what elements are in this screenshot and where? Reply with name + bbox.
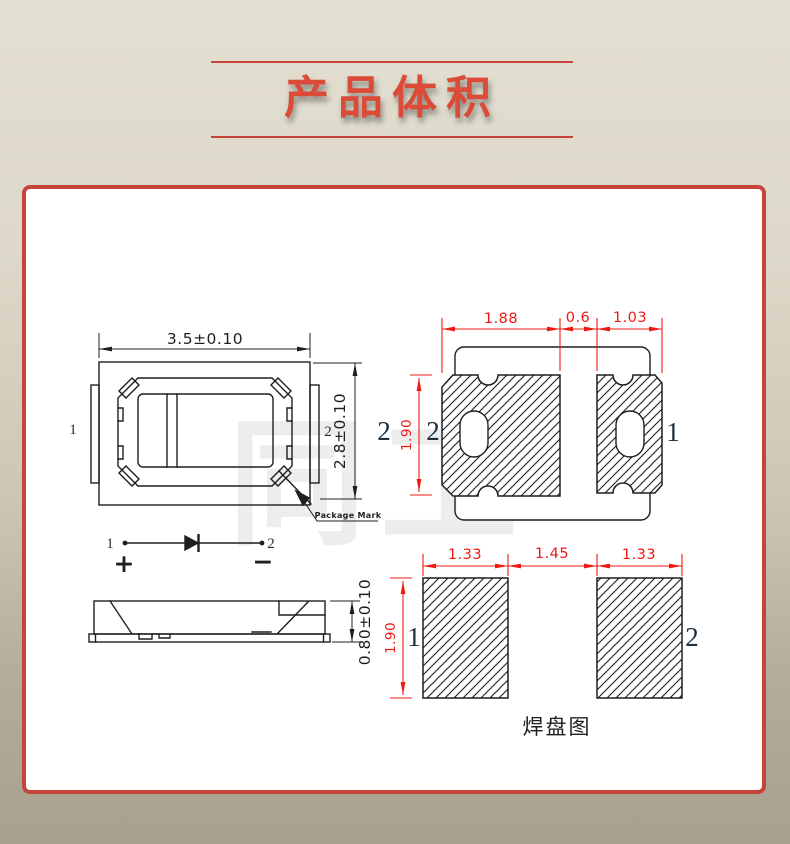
lead-end-caps [94,633,325,643]
extension-lines [410,374,432,496]
cavity-corner-bar [118,377,140,399]
dim-right-pad-label: 1.33 [622,547,656,563]
dim-gap-label: 0.6 [566,310,591,326]
right-pad-hole [615,410,645,458]
pin-2-outer-label: 2 [377,416,391,446]
cavity-wall-tabs [117,407,293,460]
top-view-drawing: 3.5±0.10 2.8±0.10 1 2 Package Mark [69,330,382,522]
pad-diagram-caption: 焊盘图 [523,715,592,739]
dim-left-pad-label: 1.33 [448,547,482,563]
pin-1-label: 1 [666,417,680,447]
terminal-dot [259,540,265,546]
cavity-corner-bar [118,465,140,487]
pad-2-label: 2 [685,622,699,652]
package-mark-label: Package Mark [315,511,382,520]
dim-left-pad-label: 1.88 [484,311,518,327]
diode-schematic: 1 2 + − [106,534,275,578]
schematic-pin-1: 1 [106,536,114,552]
anode-plus-sign: + [114,549,135,578]
bottom-lead-strip [88,633,331,643]
dim-thickness-label: 0.80±0.10 [356,579,374,666]
solder-pad-diagram: 1.33 1.45 1.33 1.90 1 2 焊盘图 [383,546,699,739]
dim-pad-height-label: 1.90 [399,419,415,451]
left-solder-pad [422,577,509,699]
right-terminal-tab [309,384,320,484]
dim-height-label: 2.8±0.10 [331,393,349,469]
cathode-minus-sign: − [253,547,274,576]
header-rule-bottom [211,136,573,138]
left-slant-line [109,600,133,635]
extension-lines [330,600,360,643]
right-slant-line [277,601,309,634]
pin-2-inner-label: 2 [426,416,440,446]
cavity-corner-bar [270,377,292,399]
header-rule-top [211,61,573,63]
leader-arrowhead [294,489,311,507]
dim-gap-label: 1.45 [535,546,569,562]
schematic-pin-2: 2 [267,536,275,552]
pin-2-label: 2 [324,424,332,440]
dim-pad-height-label: 1.90 [383,622,399,654]
page-title: 产品体积 [283,72,500,123]
extension-lines [390,577,412,699]
pad-layout-drawing: 1.88 0.6 1.03 1.90 2 2 1 [377,310,680,521]
left-electrode-pad [441,374,561,497]
extension-lines [98,333,311,358]
side-view-drawing: 0.80±0.10 [88,579,374,666]
right-solder-pad [596,577,683,699]
left-pad-hole [459,410,489,458]
die-area-outline [137,393,274,468]
diode-triangle [184,534,200,552]
pin-1-label: 1 [69,422,77,438]
extension-lines [441,318,663,373]
dim-right-pad-label: 1.03 [613,310,647,326]
right-step-notch [278,600,326,616]
leader-line [302,499,378,522]
terminal-dot [122,540,128,546]
lead-notch [138,633,171,640]
cavity-corner-bar [270,465,292,487]
left-terminal-tab [90,384,100,484]
dim-width-label: 3.5±0.10 [167,330,243,348]
pad-1-label: 1 [407,622,421,652]
